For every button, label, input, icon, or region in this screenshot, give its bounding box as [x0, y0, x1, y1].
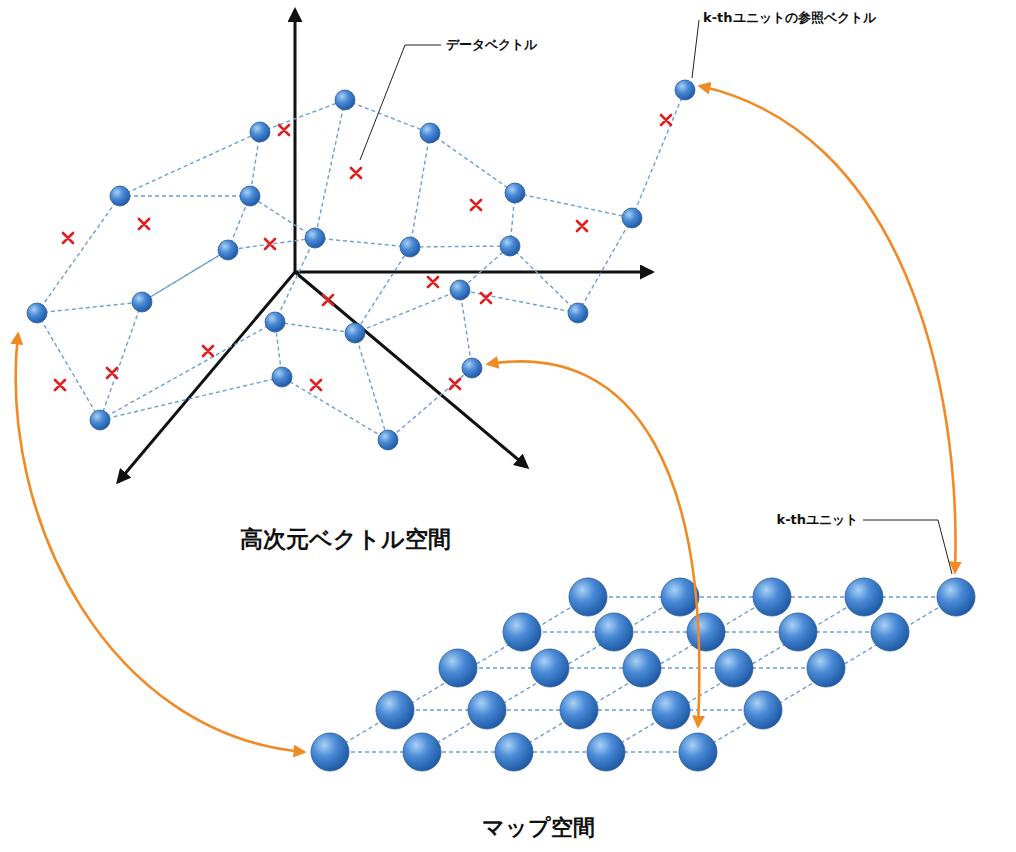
reference-vector: [378, 430, 398, 450]
map-unit: [569, 578, 607, 616]
map-unit: [311, 733, 349, 771]
map-unit: [779, 613, 817, 651]
map-unit: [937, 578, 975, 616]
grid-line: [120, 90, 685, 218]
reference-vector: [265, 312, 285, 332]
reference-vector: [335, 90, 355, 110]
reference-vector: [218, 240, 238, 260]
grid-line: [275, 100, 345, 377]
map-unit: [753, 578, 791, 616]
map-unit: [439, 649, 477, 687]
map-unit: [661, 578, 699, 616]
axis-line: [295, 271, 652, 274]
map-unit: [715, 649, 753, 687]
reference-vector: [400, 237, 420, 257]
reference-vector: [110, 186, 130, 206]
space-caption: マップ空間: [482, 815, 595, 841]
reference-vector: [90, 410, 110, 430]
correspondence-arrows: [16, 86, 956, 752]
leader-line: [863, 520, 952, 574]
grid-line: [422, 597, 680, 752]
grid-line: [120, 196, 315, 238]
map-unit: [468, 691, 506, 729]
map-unit: [687, 613, 725, 651]
map-grid: [330, 597, 956, 752]
map-unit: [871, 613, 909, 651]
grid-line: [100, 368, 472, 440]
reference-vector: [420, 123, 440, 143]
map-unit: [595, 613, 633, 651]
correspondence-arrow: [488, 361, 699, 726]
leader-lines: [360, 20, 952, 574]
reference-vector: [675, 80, 695, 100]
warped-grid: [37, 90, 685, 440]
map-unit: [744, 691, 782, 729]
axis-line: [294, 10, 297, 272]
grid-line: [606, 597, 864, 752]
leader-line: [692, 20, 699, 78]
unit-label: k-thユニット: [776, 512, 858, 528]
map-unit: [587, 733, 625, 771]
data-vector-label: データベクトル: [446, 37, 537, 53]
reference-vector: [27, 303, 47, 323]
grid-line: [37, 196, 120, 313]
grid-line: [37, 313, 100, 420]
map-unit: [503, 613, 541, 651]
map-units: [311, 578, 975, 771]
grid-line: [460, 193, 515, 368]
reference-vector: [450, 280, 470, 300]
reference-vector: [305, 228, 325, 248]
map-unit: [531, 649, 569, 687]
map-unit: [679, 733, 717, 771]
reference-vector: [568, 303, 588, 323]
map-unit: [376, 691, 414, 729]
reference-vector: [622, 208, 642, 228]
map-unit: [495, 733, 533, 771]
leader-line: [360, 45, 441, 160]
axes: [118, 10, 652, 482]
grid-line: [100, 132, 260, 420]
reference-vectors: [27, 80, 695, 450]
reference-vector: [345, 323, 365, 343]
space-caption: 高次元ベクトル空間: [240, 526, 451, 554]
grid-line: [698, 597, 956, 752]
grid-line: [100, 290, 578, 420]
grid-line: [514, 597, 772, 752]
map-unit: [845, 578, 883, 616]
data-vector-crosses: [55, 115, 671, 390]
reference-vector: [500, 236, 520, 256]
map-unit: [652, 691, 690, 729]
reference-vector: [132, 292, 152, 312]
grid-line: [330, 597, 588, 752]
reference-vector-label: k-thユニットの参照ベクトル: [703, 10, 876, 26]
grid-line: [37, 238, 578, 313]
map-unit: [623, 649, 661, 687]
grid-line: [355, 133, 430, 440]
grid-line: [578, 218, 632, 313]
reference-vector: [462, 358, 482, 378]
reference-vector: [272, 367, 292, 387]
map-unit: [807, 649, 845, 687]
map-unit: [403, 733, 441, 771]
reference-vector: [505, 183, 525, 203]
axis-line: [118, 272, 295, 482]
correspondence-arrow: [700, 86, 956, 572]
map-unit: [560, 691, 598, 729]
reference-vector: [240, 186, 260, 206]
reference-vector: [250, 122, 270, 142]
